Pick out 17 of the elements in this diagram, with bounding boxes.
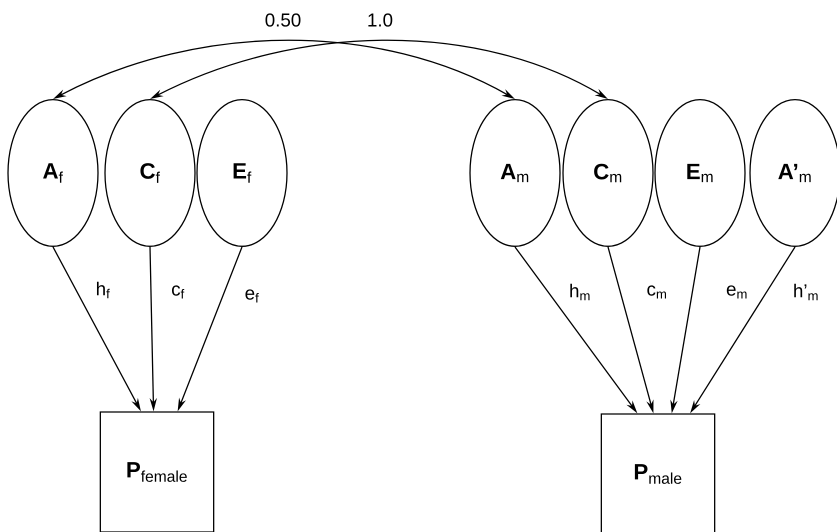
edge-label: h$_{f}$	[94, 280, 112, 300]
ellipse-node: C$_{f}$	[104, 99, 196, 247]
ellipse-node: E$_{f}$	[196, 99, 288, 247]
ellipse-node: C$_{m}$	[562, 99, 654, 247]
edge-label: e$_{m}$	[724, 284, 750, 300]
ellipse-node: E$_{m}$	[654, 99, 746, 247]
edge-label: h’$_{m}$	[792, 282, 820, 302]
edge-label: 1.0	[366, 12, 394, 28]
edge-label: 0.50	[264, 12, 302, 28]
edge-label: c$_{f}$	[170, 284, 186, 300]
variable-box: P$_{female}$	[100, 411, 214, 532]
edge-label: e$_{f}$	[244, 288, 260, 304]
edge-label: c$_{m}$	[645, 284, 669, 300]
ellipse-node: A$_{f}$	[7, 99, 99, 247]
ellipse-node: A$_{m}$	[469, 99, 561, 247]
variable-box: P$_{male}$	[600, 413, 716, 532]
edge-label: h$_{m}$	[568, 282, 592, 302]
